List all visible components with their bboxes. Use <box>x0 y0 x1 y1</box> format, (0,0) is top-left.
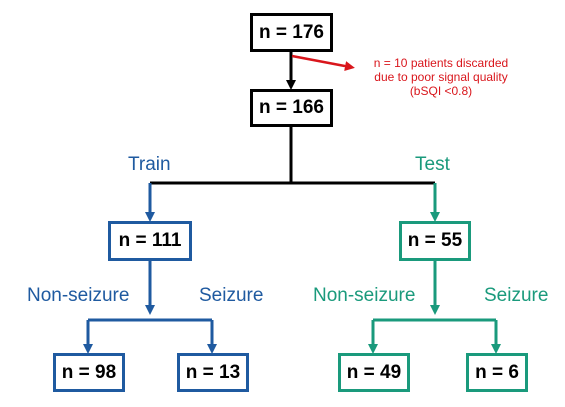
test-label: Test <box>415 154 450 175</box>
discarded-note-line-2: due to poor signal quality <box>374 70 508 84</box>
test-box: n = 55 <box>399 221 471 261</box>
arrow-discarded <box>291 54 355 71</box>
train-count: n = 111 <box>118 230 182 251</box>
train-non-seizure-box: n = 98 <box>53 353 125 392</box>
train-seizure-label: Seizure <box>199 285 264 306</box>
test-seizure-box: n = 6 <box>466 353 528 392</box>
test-count: n = 55 <box>407 230 463 251</box>
train-label: Train <box>128 154 171 175</box>
train-seizure-box: n = 13 <box>177 353 249 392</box>
train-seizure-count: n = 13 <box>185 361 241 383</box>
discarded-note-line-3: (bSQI <0.8) <box>409 84 473 98</box>
test-seizure-label: Seizure <box>484 285 549 306</box>
test-non-seizure-box: n = 49 <box>338 353 410 392</box>
included-count: n = 166 <box>259 97 324 118</box>
included-box: n = 166 <box>250 89 333 127</box>
train-non-seizure-label: Non-seizure <box>27 285 130 306</box>
root-box: n = 176 <box>250 13 333 52</box>
test-non-seizure-count: n = 49 <box>346 361 402 383</box>
test-non-seizure-label: Non-seizure <box>313 285 416 306</box>
discarded-note-line-1: n = 10 patients discarded <box>373 56 509 70</box>
train-box: n = 111 <box>108 221 192 261</box>
test-seizure-count: n = 6 <box>475 361 519 383</box>
discarded-note: n = 10 patients discarded due to poor si… <box>346 56 536 98</box>
root-count: n = 176 <box>259 21 324 43</box>
train-non-seizure-count: n = 98 <box>61 361 117 383</box>
